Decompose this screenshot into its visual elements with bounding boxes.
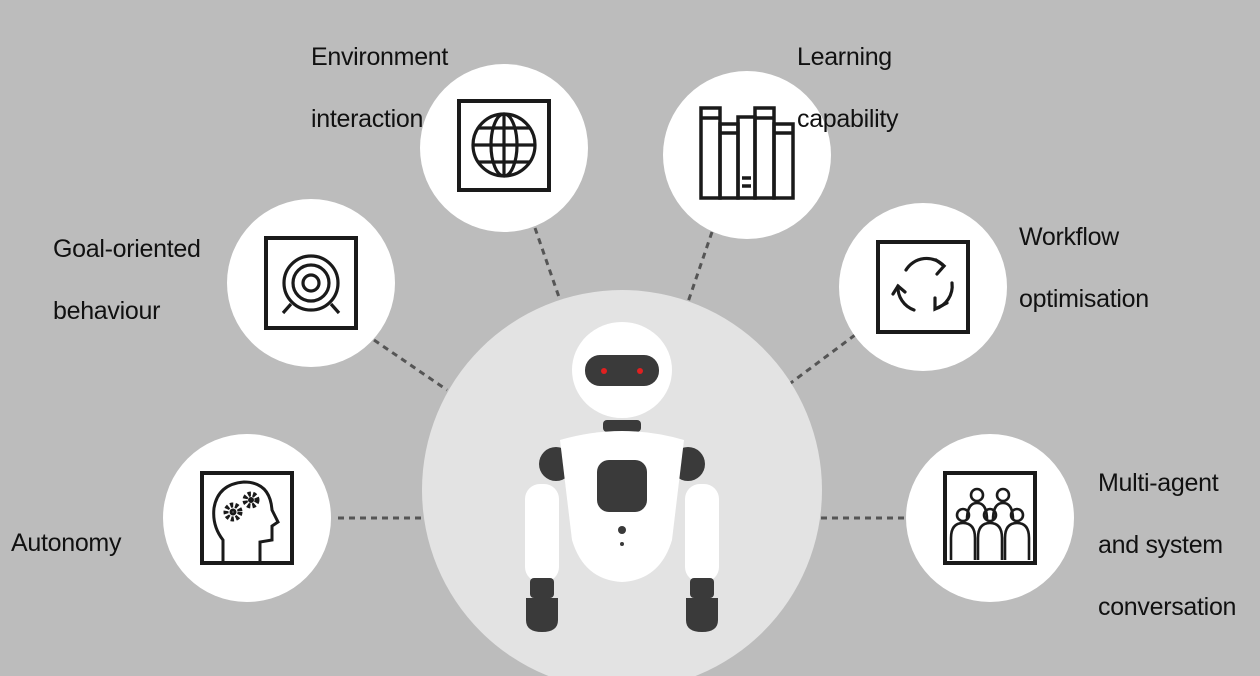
node-workflow	[839, 203, 1007, 371]
label-learning-line1: Learning	[797, 43, 892, 71]
label-learning: Learning capability	[797, 11, 899, 166]
connector-learning	[686, 231, 714, 303]
connectors	[338, 227, 908, 520]
label-learning-line2: capability	[797, 105, 899, 133]
label-environment-line1: Environment	[311, 43, 449, 71]
label-multiagent-line1: Multi-agent	[1098, 469, 1219, 497]
label-workflow-line1: Workflow	[1019, 223, 1119, 251]
head-gears-icon	[212, 480, 280, 563]
robot-icon	[525, 322, 719, 632]
label-environment: Environment interaction	[311, 11, 448, 166]
target-icon	[281, 254, 341, 315]
node-multiagent	[906, 434, 1074, 602]
label-multiagent-line2: and system	[1098, 531, 1223, 559]
label-autonomy-line1: Autonomy	[11, 529, 122, 557]
node-goal	[227, 199, 395, 367]
label-autonomy: Autonomy	[11, 497, 121, 590]
node-learning	[663, 71, 831, 239]
people-group-icon	[949, 487, 1031, 560]
label-goal-line1: Goal-oriented	[53, 235, 201, 263]
label-goal: Goal-oriented behaviour	[53, 203, 201, 358]
node-autonomy	[163, 434, 331, 602]
label-multiagent: Multi-agent and system conversation	[1098, 437, 1236, 654]
label-workflow: Workflow optimisation	[1019, 191, 1149, 346]
globe-icon	[471, 112, 537, 178]
node-environment	[420, 64, 588, 232]
connector-environment	[533, 227, 562, 301]
connector-workflow	[787, 333, 856, 387]
books-icon	[699, 106, 795, 200]
label-multiagent-line3: conversation	[1098, 593, 1237, 621]
cycle-arrows-icon	[891, 256, 954, 312]
label-workflow-line2: optimisation	[1019, 285, 1149, 313]
label-environment-line2: interaction	[311, 105, 424, 133]
connector-goal	[373, 338, 448, 392]
label-goal-line2: behaviour	[53, 297, 161, 325]
